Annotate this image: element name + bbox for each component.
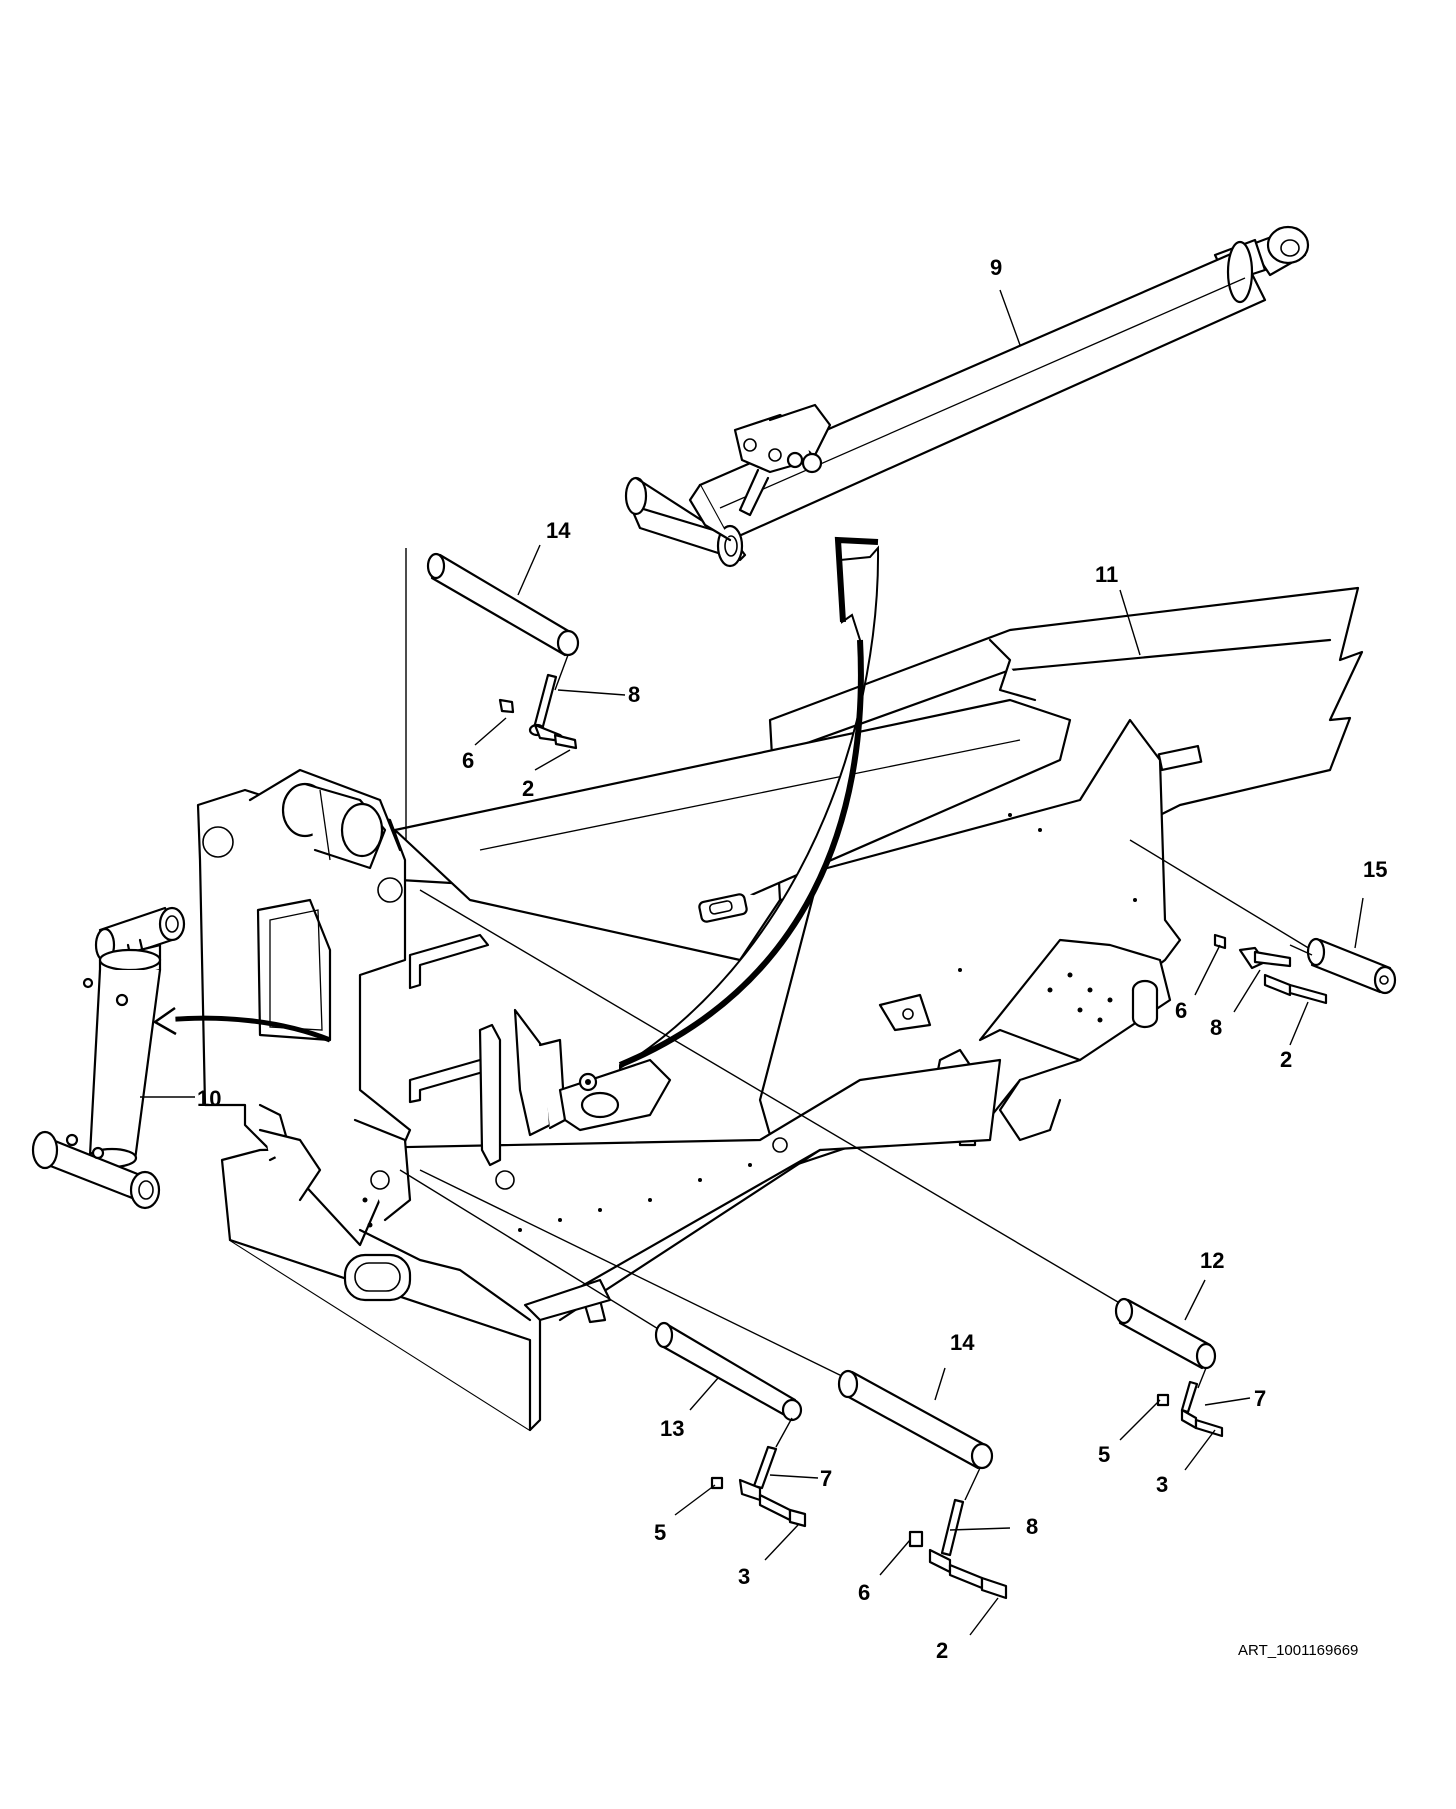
callout-12: 12 [1200,1248,1224,1273]
front-arm [393,698,1072,962]
callout-8: 8 [1026,1514,1038,1539]
callout-8: 8 [628,682,640,707]
transfer-arrow-main [618,536,880,1070]
boom-lift-cylinder [624,225,1310,568]
tilt-cylinder [31,906,186,1210]
pin-14-upper [405,548,580,840]
pin-13-assembly [399,1169,807,1528]
pin-15-assembly [1129,839,1397,1005]
callout-6: 6 [462,748,474,773]
brackets [408,933,567,1167]
callout-8: 8 [1210,1015,1222,1040]
callout-11: 11 [1095,562,1118,587]
callout-14: 14 [950,1330,975,1355]
callout-10: 10 [197,1086,221,1111]
callout-2: 2 [936,1638,948,1663]
art-number: ART_1001169669 [1238,1642,1358,1659]
callout-2: 2 [1280,1047,1292,1072]
callout-15: 15 [1363,857,1387,882]
callout-6: 6 [1175,998,1187,1023]
pin-14-lower [419,1169,1008,1600]
callout-13: 13 [660,1416,684,1441]
transfer-arrow-cylinder [152,1006,331,1043]
callout-5: 5 [654,1520,666,1545]
callout-14: 14 [546,518,571,543]
callout-9: 9 [990,255,1002,280]
callout-5: 5 [1098,1442,1110,1467]
callout-leaders [140,289,1364,1636]
callout-7: 7 [820,1466,832,1491]
pin-12-assembly [419,889,1224,1438]
callout-labels: 9 14 8 6 2 11 15 6 8 2 10 12 7 5 3 14 13… [197,255,1387,1663]
callout-6: 6 [858,1580,870,1605]
callout-3: 3 [1156,1472,1168,1497]
main-frame [196,768,1002,1432]
callout-2: 2 [522,776,534,801]
frame-right-plate [758,718,1182,1172]
callout-3: 3 [738,1564,750,1589]
callout-7: 7 [1254,1386,1266,1411]
sensor-mount [558,1058,672,1132]
